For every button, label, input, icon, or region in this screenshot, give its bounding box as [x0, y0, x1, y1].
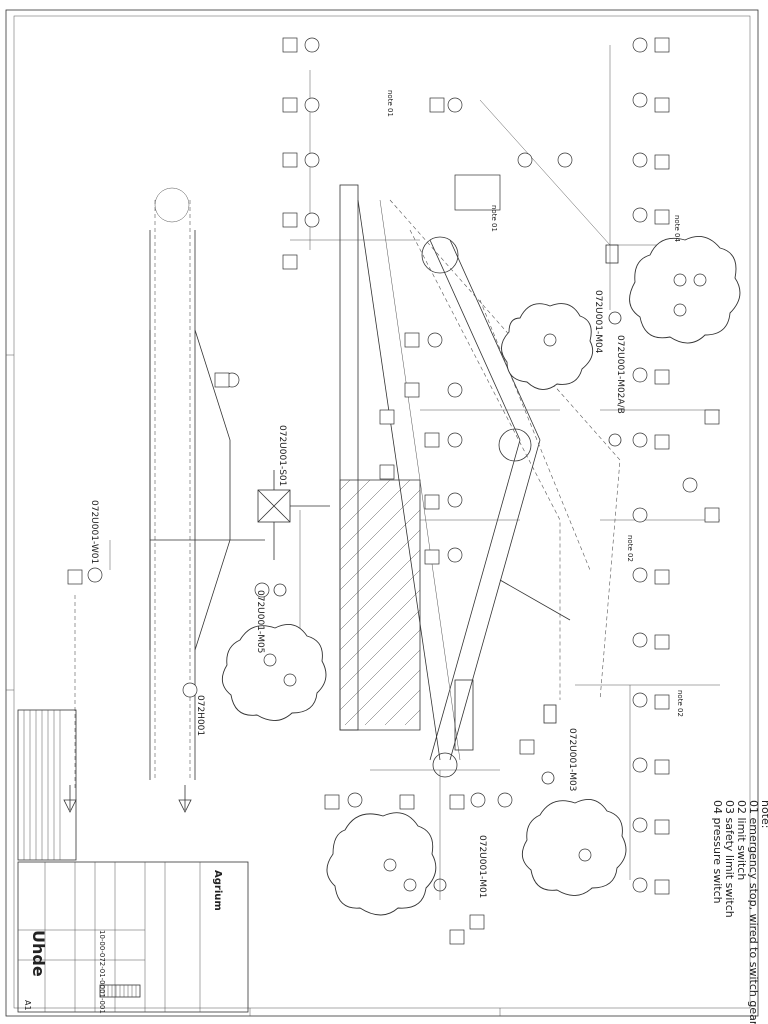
cloud-groups: [221, 235, 741, 916]
title-company: Uhde: [29, 930, 48, 977]
main-note-line-4: 04 pressure switch: [711, 800, 724, 904]
title-drawing-number: 10-00-072-01-0001-001: [98, 930, 106, 1014]
hatched-structure: [339, 184, 421, 731]
note-label-01: note 01: [386, 90, 394, 117]
splitter-s01: [257, 470, 330, 560]
note-label-04: note 04: [673, 215, 681, 242]
main-note-line-1: 01 emergency stop, wired to switch gear: [747, 800, 760, 1024]
main-note-title: note:: [759, 800, 768, 829]
note-label-02b: note 02: [626, 535, 634, 562]
main-note-line-3: 03 safety limit switch: [723, 800, 736, 918]
equipment-labels: 072U001-M01 072U001-M02A/B 072U001-M03 0…: [89, 90, 684, 898]
sheet-border: [5, 9, 759, 1017]
label-h001: 072H001: [195, 695, 205, 736]
note-block: note: 01 emergency stop, wired to switch…: [711, 800, 768, 1024]
tag-group-center: [379, 332, 463, 565]
tag-group-top-right: [429, 37, 670, 225]
title-revision: A1: [23, 1000, 32, 1011]
label-m04: 072U001-M04: [593, 290, 603, 354]
note-label-02: note 02: [676, 690, 684, 717]
instrument-tags: [67, 37, 720, 945]
label-m05: 072U001-M05: [255, 590, 265, 653]
title-client: Agrium: [212, 870, 223, 911]
instrument-lines: [109, 45, 720, 900]
tag-group-top-left: [282, 37, 320, 270]
label-s01: 072U001-S01: [277, 425, 287, 486]
label-m03: 072U001-M03: [567, 728, 577, 791]
tag-group-right: [632, 367, 720, 895]
tag-group-bottom: [67, 372, 535, 945]
note-label-01b: note 01: [490, 205, 498, 232]
label-m01: 072U001-M01: [477, 835, 487, 898]
motor-symbols: [273, 244, 622, 892]
diagonal-conveyors: [357, 199, 621, 778]
label-w01: 072U001-W01: [89, 500, 99, 564]
label-m02: 072U001-M02A/B: [615, 335, 625, 414]
title-block: Agrium Uhde 10-00-072-01-0001-001 A1: [17, 709, 249, 1014]
main-note-line-2: 02 limit switch: [735, 800, 748, 880]
